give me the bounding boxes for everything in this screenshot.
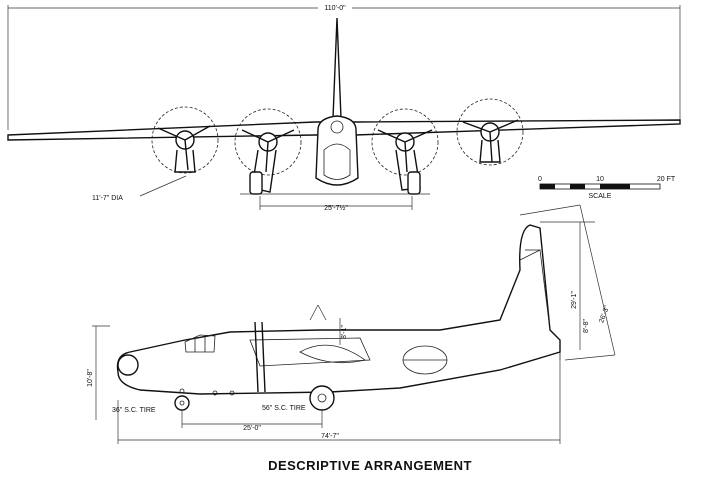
front-fuselage: [315, 115, 359, 186]
scale-tick-0: 0: [538, 176, 542, 183]
front-engine-2: [234, 108, 302, 193]
overall-height-label: 26'-3": [598, 304, 611, 324]
front-fin: [332, 17, 342, 119]
main-tire-label: 56" S.C. TIRE: [262, 405, 306, 412]
scale-label: SCALE: [589, 193, 612, 200]
drawing-title: DESCRIPTIVE ARRANGEMENT: [268, 458, 472, 473]
front-view: 110'-0": [7, 2, 681, 212]
side-fuselage: [116, 224, 561, 395]
wing-dim-label: 8'-1": [341, 325, 348, 339]
front-left-wheel: [249, 171, 263, 195]
nose-tire-label: 36" S.C. TIRE: [112, 407, 156, 414]
prop-diameter-label: 11'-7" DIA: [92, 195, 123, 202]
scale-tick-20: 20 FT: [657, 176, 676, 183]
tread-label: 25'-7½": [324, 204, 348, 212]
front-engine-4: [456, 98, 524, 166]
tail-small-label: 8'-8": [583, 319, 590, 333]
fuselage-height-label: 10'-8": [87, 369, 94, 387]
side-view: 10'-8" 74'-7" 25'-0" 36" S.C. TIRE 56" S…: [87, 204, 616, 444]
wheel-base-label: 25'-0": [243, 425, 261, 432]
side-main-wheel: [309, 385, 335, 411]
wingspan-label: 110'-0": [324, 5, 346, 12]
side-nose-wheel: [174, 395, 190, 411]
front-engine-3: [371, 108, 439, 191]
overall-length-label: 74'-7": [321, 433, 339, 440]
tail-height-label: 29'-1": [571, 291, 578, 309]
front-engine-1: [151, 106, 219, 174]
side-nose-turret: [117, 354, 139, 376]
scale-tick-10: 10: [596, 176, 604, 183]
front-right-wheel: [407, 171, 421, 195]
scale-bar: 0 10 20 FT SCALE: [538, 176, 676, 200]
